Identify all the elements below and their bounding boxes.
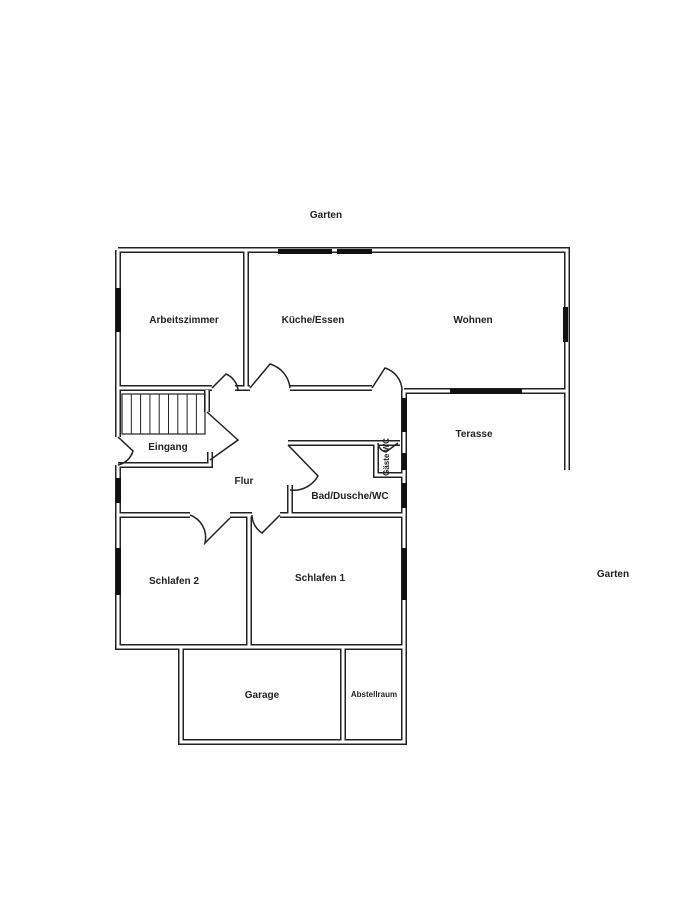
label-garden-north: Garten [310, 210, 342, 221]
door [117, 436, 134, 466]
label-guest-wc: Gäste WC [382, 438, 391, 476]
label-kitchen: Küche/Essen [282, 315, 345, 326]
stair-outline [121, 393, 206, 435]
window [116, 478, 121, 503]
door [206, 411, 240, 461]
window [402, 453, 407, 470]
wall-fill [118, 452, 212, 467]
door [371, 367, 403, 392]
wall-fill [179, 647, 406, 744]
window [563, 307, 568, 342]
window [402, 398, 407, 432]
label-hallway: Flur [235, 476, 254, 487]
label-bathroom: Bad/Dusche/WC [311, 491, 388, 502]
wall-fill [374, 443, 404, 477]
wall-fill [118, 248, 569, 470]
doors [117, 363, 403, 546]
door [251, 514, 281, 534]
label-terrace: Terasse [455, 429, 493, 440]
window [278, 249, 332, 254]
label-storage: Abstellraum [351, 690, 397, 699]
window [116, 548, 121, 595]
stairs [121, 393, 206, 435]
label-entrance: Eingang [148, 442, 187, 453]
label-garage: Garage [245, 690, 280, 701]
door [287, 444, 319, 491]
door [211, 373, 239, 391]
label-bedroom2: Schlafen 2 [149, 576, 199, 587]
door [377, 442, 399, 453]
windows [116, 249, 568, 600]
window [402, 483, 407, 508]
door [189, 514, 231, 546]
wall-fill [116, 465, 404, 649]
label-garden-east: Garten [597, 569, 629, 580]
window [450, 389, 522, 394]
wall-outline [118, 247, 570, 470]
door [249, 363, 291, 389]
label-bedroom1: Schlafen 1 [295, 573, 345, 584]
window [402, 548, 407, 600]
label-study: Arbeitszimmer [149, 315, 219, 326]
window [116, 288, 121, 332]
label-living: Wohnen [453, 315, 492, 326]
window [337, 249, 372, 254]
